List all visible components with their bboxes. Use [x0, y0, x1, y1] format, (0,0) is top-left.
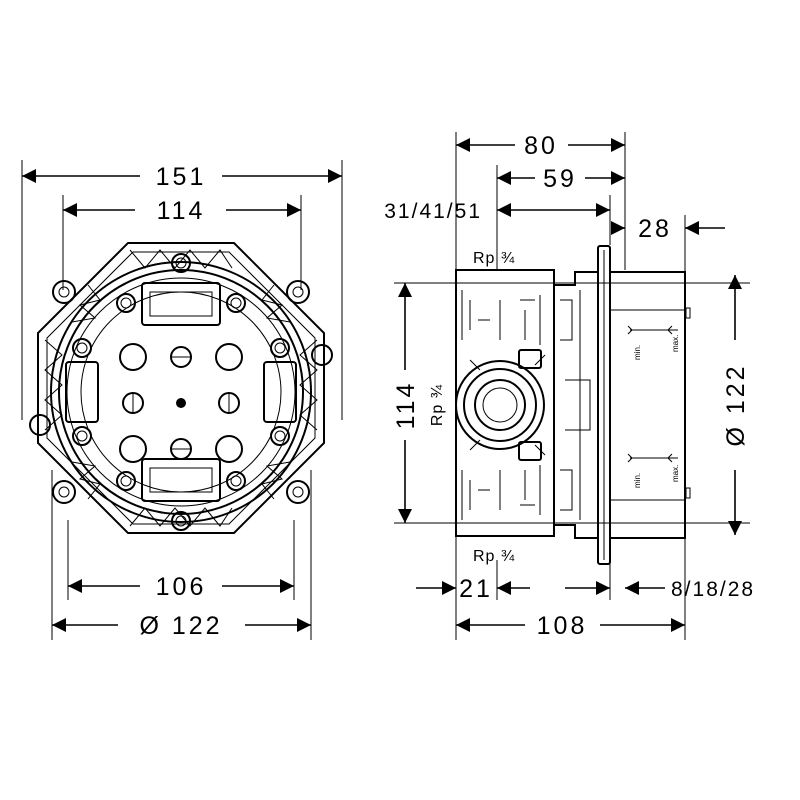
- dim-80-label: 80: [524, 132, 558, 160]
- front-view: 151 114 106 Ø 122: [21, 160, 343, 640]
- dim-28: 28: [611, 215, 725, 243]
- side-housing: min. max. min. max.: [455, 245, 691, 565]
- dim-59-label: 59: [543, 165, 577, 193]
- dim-114-vertical: 114: [392, 283, 420, 523]
- dim-114-label: 114: [157, 197, 206, 225]
- dim-31-41-51: 31/41/51: [384, 200, 610, 223]
- dim-59: 59: [497, 165, 625, 193]
- dim-114: 114: [63, 197, 301, 225]
- thread-top-label: Rp ¾: [473, 250, 515, 267]
- front-housing: [29, 242, 333, 534]
- marking-max-top: max.: [671, 335, 680, 352]
- thread-bottom-label: Rp ¾: [473, 548, 515, 565]
- dim-8-18-28: 8/18/28: [565, 578, 755, 601]
- dim-dia-122-side-label: Ø 122: [722, 363, 750, 446]
- dim-8-18-28-label: 8/18/28: [671, 578, 755, 601]
- dim-108-label: 108: [537, 612, 588, 640]
- marking-min-top: min.: [633, 345, 642, 360]
- side-view: 80 59 31/41/51 28: [384, 132, 755, 640]
- dim-dia-122-front-label: Ø 122: [139, 612, 222, 640]
- dim-28-label: 28: [638, 215, 672, 243]
- dim-151: 151: [22, 163, 342, 191]
- dim-21: 21: [416, 575, 530, 603]
- dim-114-vertical-label: 114: [392, 381, 420, 430]
- dim-151-label: 151: [156, 163, 207, 191]
- dim-106-label: 106: [156, 573, 207, 601]
- dim-dia-122-side: Ø 122: [722, 275, 750, 535]
- dim-106: 106: [68, 573, 294, 601]
- marking-min-bottom: min.: [633, 473, 642, 488]
- dim-dia-122-front: Ø 122: [52, 612, 311, 640]
- thread-middle-label: Rp ¾: [429, 384, 446, 426]
- dim-108: 108: [456, 612, 685, 640]
- marking-max-bottom: max.: [671, 465, 680, 482]
- dim-80: 80: [456, 132, 625, 160]
- dim-31-41-51-label: 31/41/51: [384, 200, 482, 223]
- dim-21-label: 21: [459, 575, 493, 603]
